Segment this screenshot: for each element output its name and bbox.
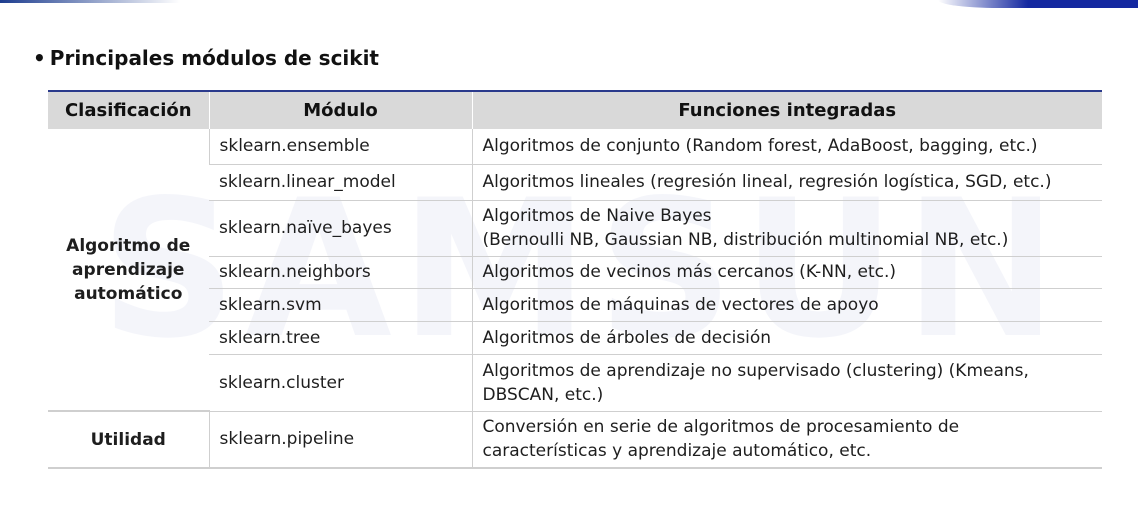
top-accent-left xyxy=(0,0,180,3)
title-bullet: • xyxy=(33,46,46,70)
table-row: sklearn.linear_model Algoritmos lineales… xyxy=(48,164,1102,201)
table-row: sklearn.cluster Algoritmos de aprendizaj… xyxy=(48,354,1102,412)
module-cell: sklearn.tree xyxy=(209,321,472,355)
header-module: Módulo xyxy=(209,90,473,129)
category-cell: Algoritmo de aprendizaje automático xyxy=(48,129,209,412)
table-row: sklearn.tree Algoritmos de árboles de de… xyxy=(48,321,1102,355)
page-title: •Principales módulos de scikit xyxy=(33,44,379,72)
category-cell: Utilidad xyxy=(48,411,209,469)
table-row: Algoritmo de aprendizaje automático skle… xyxy=(48,129,1102,412)
top-accent-right xyxy=(938,0,1138,8)
functions-cell: Algoritmos lineales (regresión lineal, r… xyxy=(471,164,1102,201)
module-cell: sklearn.neighbors xyxy=(209,256,472,289)
functions-cell: Conversión en serie de algoritmos de pro… xyxy=(471,411,1102,469)
table-row: Utilidad sklearn.pipeline Conversión en … xyxy=(48,411,1102,469)
table-header-row: Clasificación Módulo Funciones integrada… xyxy=(48,90,1102,129)
module-cell: sklearn.svm xyxy=(209,288,472,322)
table-row: sklearn.svm Algoritmos de máquinas de ve… xyxy=(48,288,1102,322)
functions-cell: Algoritmos de máquinas de vectores de ap… xyxy=(471,288,1102,322)
functions-cell: Algoritmos de vecinos más cercanos (K-NN… xyxy=(471,256,1102,289)
header-classification: Clasificación xyxy=(48,90,210,129)
page-title-text: Principales módulos de scikit xyxy=(49,46,379,70)
functions-cell: Algoritmos de árboles de decisión xyxy=(471,321,1102,355)
header-functions: Funciones integradas xyxy=(472,90,1102,129)
table-row: sklearn.neighbors Algoritmos de vecinos … xyxy=(48,256,1102,289)
functions-cell: Algoritmos de aprendizaje no supervisado… xyxy=(471,354,1102,412)
functions-cell: Algoritmos de conjunto (Random forest, A… xyxy=(471,129,1102,165)
functions-cell: Algoritmos de Naive Bayes (Bernoulli NB,… xyxy=(471,200,1102,257)
module-cell: sklearn.naïve_bayes xyxy=(209,200,472,257)
module-cell: sklearn.pipeline xyxy=(208,411,472,469)
module-cell: sklearn.linear_model xyxy=(209,164,472,201)
module-cell: sklearn.ensemble xyxy=(208,129,472,165)
table-row: sklearn.naïve_bayes Algoritmos de Naive … xyxy=(48,200,1102,257)
modules-table: Clasificación Módulo Funciones integrada… xyxy=(48,90,1102,469)
module-cell: sklearn.cluster xyxy=(209,354,472,412)
